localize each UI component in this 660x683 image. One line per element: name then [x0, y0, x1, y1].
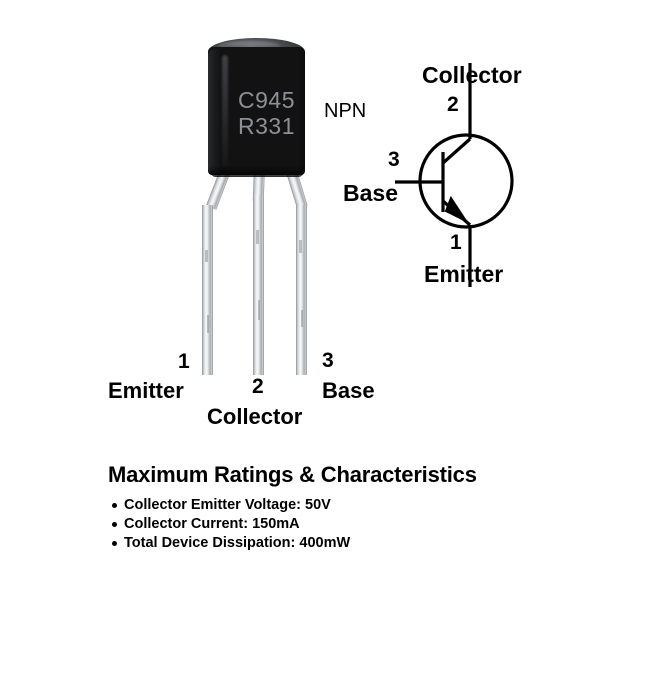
npn-type-label: NPN: [324, 100, 367, 122]
package-left-bevel: [208, 49, 222, 173]
schematic-collector-label: Collector: [422, 62, 522, 88]
package-top-highlight: [218, 41, 280, 50]
lead-speck: [205, 250, 208, 262]
photo-pin-2-number: 2: [252, 375, 264, 398]
lead-speck: [299, 240, 302, 253]
photo-pin-2-label: Collector: [207, 404, 303, 429]
photo-pin-3-number: 3: [322, 349, 334, 372]
package-marking-part-number: C945: [238, 87, 295, 113]
specification-item: Collector Emitter Voltage: 50V: [112, 496, 548, 515]
photo-pin-3-label: Base: [322, 378, 375, 403]
specification-item: Total Device Dissipation: 400mW: [112, 534, 548, 553]
lead-pin-1-vertical: [202, 205, 213, 375]
bullet-icon: [112, 503, 117, 508]
schematic-svg: [395, 63, 514, 287]
lead-pin-2-vertical: [253, 195, 264, 375]
schematic-base-pin-number: 3: [388, 148, 400, 171]
package-marking-lot-code: R331: [238, 113, 295, 139]
transistor-photo: C945 R331: [150, 25, 380, 385]
bullet-icon: [112, 522, 117, 527]
schematic-base-label: Base: [343, 180, 398, 206]
package-body: [208, 47, 305, 175]
specifications-block: Maximum Ratings & Characteristics Collec…: [108, 462, 548, 553]
specification-text: Collector Current: 150mA: [124, 516, 300, 532]
photo-pin-1-label: Emitter: [108, 378, 184, 403]
specifications-title: Maximum Ratings & Characteristics: [108, 462, 477, 487]
package-bottom-shadow: [210, 165, 304, 177]
lead-speck: [207, 315, 209, 333]
bullet-icon: [112, 541, 117, 546]
lead-pin-3-vertical: [296, 205, 307, 375]
specification-item: Collector Current: 150mA: [112, 515, 548, 534]
npn-schematic-symbol: [380, 55, 580, 295]
schematic-emitter-pin-number: 1: [450, 231, 462, 254]
photo-pin-1-number: 1: [178, 350, 190, 373]
specification-text: Collector Emitter Voltage: 50V: [124, 497, 331, 513]
lead-speck: [256, 230, 259, 244]
collector-slant-line: [441, 137, 472, 165]
schematic-emitter-label: Emitter: [424, 261, 504, 287]
specifications-list: Collector Emitter Voltage: 50V Collector…: [108, 496, 548, 553]
package-sheen: [222, 55, 228, 167]
lead-speck: [258, 300, 260, 320]
specification-text: Total Device Dissipation: 400mW: [124, 535, 351, 551]
schematic-collector-pin-number: 2: [447, 93, 459, 116]
package-right-edge: [296, 47, 305, 174]
emitter-arrowhead: [444, 195, 469, 224]
lead-speck: [301, 310, 303, 327]
